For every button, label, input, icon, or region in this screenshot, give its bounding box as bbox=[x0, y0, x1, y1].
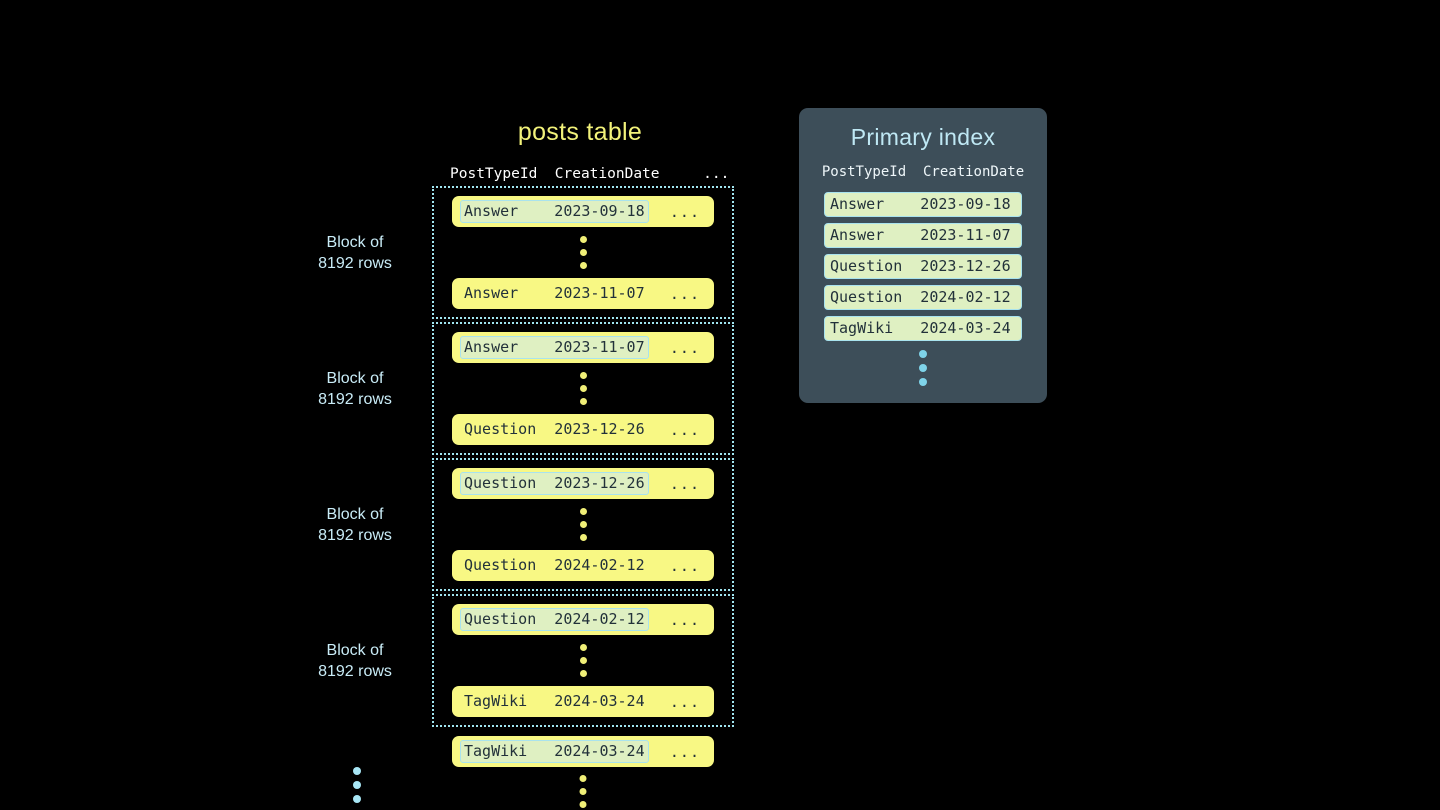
block-continuation-dots bbox=[292, 767, 422, 803]
dot-icon bbox=[579, 249, 587, 256]
row-cells-highlighted: Answer 2023-09-18 bbox=[460, 200, 649, 223]
row-ellipsis: ... bbox=[669, 420, 700, 439]
row-ellipsis: ... bbox=[669, 338, 700, 357]
posts-table-column-header: PostTypeId CreationDate ... bbox=[450, 166, 730, 182]
table-row-trailing: TagWiki 2024-03-24 ... bbox=[452, 736, 714, 767]
index-entry: Answer 2023-11-07 bbox=[824, 223, 1022, 248]
row-cells-highlighted: Question 2024-02-12 bbox=[460, 608, 649, 631]
primary-index-title: Primary index bbox=[850, 124, 996, 150]
dot-icon bbox=[579, 670, 587, 677]
dot-icon bbox=[919, 364, 927, 372]
block-label: Block of 8192 rows bbox=[318, 641, 392, 680]
index-entry: Question 2023-12-26 bbox=[824, 254, 1022, 279]
table-row: Question 2023-12-26 ... bbox=[452, 414, 714, 445]
dot-icon bbox=[919, 350, 927, 358]
index-entry: TagWiki 2024-03-24 bbox=[824, 316, 1022, 341]
dot-icon bbox=[579, 385, 587, 392]
dot-icon bbox=[579, 236, 587, 243]
dot-icon bbox=[579, 534, 587, 541]
table-block: Block of 8192 rows Answer 2023-11-07 ...… bbox=[318, 322, 734, 455]
row-cells: TagWiki 2024-03-24 bbox=[464, 692, 645, 710]
row-ellipsis: ... bbox=[669, 742, 700, 761]
row-cells: Question 2024-02-12 bbox=[464, 556, 645, 574]
row-continuation-dots bbox=[434, 227, 732, 278]
dot-icon bbox=[579, 372, 587, 379]
row-continuation-dots bbox=[434, 363, 732, 414]
table-block: Block of 8192 rows Question 2024-02-12 .… bbox=[318, 594, 734, 727]
block-label: Block of 8192 rows bbox=[318, 233, 392, 272]
table-bottom-dots bbox=[353, 767, 734, 810]
row-ellipsis: ... bbox=[669, 556, 700, 575]
dot-icon bbox=[579, 644, 587, 651]
index-entry: Question 2024-02-12 bbox=[824, 285, 1022, 310]
row-cells-highlighted: Answer 2023-11-07 bbox=[460, 336, 649, 359]
dot-icon bbox=[579, 788, 587, 795]
dot-icon bbox=[919, 378, 927, 386]
row-ellipsis: ... bbox=[669, 610, 700, 629]
block-label: Block of 8192 rows bbox=[318, 369, 392, 408]
dot-icon bbox=[353, 795, 361, 803]
primary-index-panel: Primary index PostTypeId CreationDate An… bbox=[799, 108, 1047, 403]
dot-icon bbox=[579, 398, 587, 405]
table-row: Question 2023-12-26 ... bbox=[452, 468, 714, 499]
table-row: TagWiki 2024-03-24 ... bbox=[452, 686, 714, 717]
table-row: Answer 2023-11-07 ... bbox=[452, 278, 714, 309]
dot-icon bbox=[579, 521, 587, 528]
dot-icon bbox=[353, 781, 361, 789]
row-ellipsis: ... bbox=[669, 284, 700, 303]
row-continuation-dots bbox=[434, 499, 732, 550]
posts-table-title: posts table bbox=[517, 118, 643, 146]
row-continuation-dots bbox=[434, 635, 732, 686]
row-ellipsis: ... bbox=[669, 692, 700, 711]
table-row: Question 2024-02-12 ... bbox=[452, 604, 714, 635]
row-cells-highlighted: Question 2023-12-26 bbox=[460, 472, 649, 495]
row-cells: Question 2023-12-26 bbox=[464, 420, 645, 438]
table-row: Answer 2023-09-18 ... bbox=[452, 196, 714, 227]
table-block: Block of 8192 rows Answer 2023-09-18 ...… bbox=[318, 186, 734, 319]
dot-icon bbox=[579, 262, 587, 269]
dot-icon bbox=[579, 775, 587, 782]
posts-table-blocks: Block of 8192 rows Answer 2023-09-18 ...… bbox=[318, 186, 734, 810]
dot-icon bbox=[579, 657, 587, 664]
primary-index-rows: Answer 2023-09-18 Answer 2023-11-07 Ques… bbox=[799, 192, 1047, 341]
row-ellipsis: ... bbox=[669, 202, 700, 221]
dot-icon bbox=[579, 801, 587, 808]
table-block: Block of 8192 rows Question 2023-12-26 .… bbox=[318, 458, 734, 591]
row-ellipsis: ... bbox=[669, 474, 700, 493]
index-entry: Answer 2023-09-18 bbox=[824, 192, 1022, 217]
table-row: Answer 2023-11-07 ... bbox=[452, 332, 714, 363]
row-continuation-dots bbox=[579, 775, 587, 808]
table-row: Question 2024-02-12 ... bbox=[452, 550, 714, 581]
dot-icon bbox=[579, 508, 587, 515]
row-cells: Answer 2023-11-07 bbox=[464, 284, 645, 302]
primary-index-column-header: PostTypeId CreationDate bbox=[821, 164, 1025, 180]
block-label: Block of 8192 rows bbox=[318, 505, 392, 544]
dot-icon bbox=[353, 767, 361, 775]
index-continuation-dots bbox=[799, 350, 1047, 386]
row-cells-highlighted: TagWiki 2024-03-24 bbox=[460, 740, 649, 763]
